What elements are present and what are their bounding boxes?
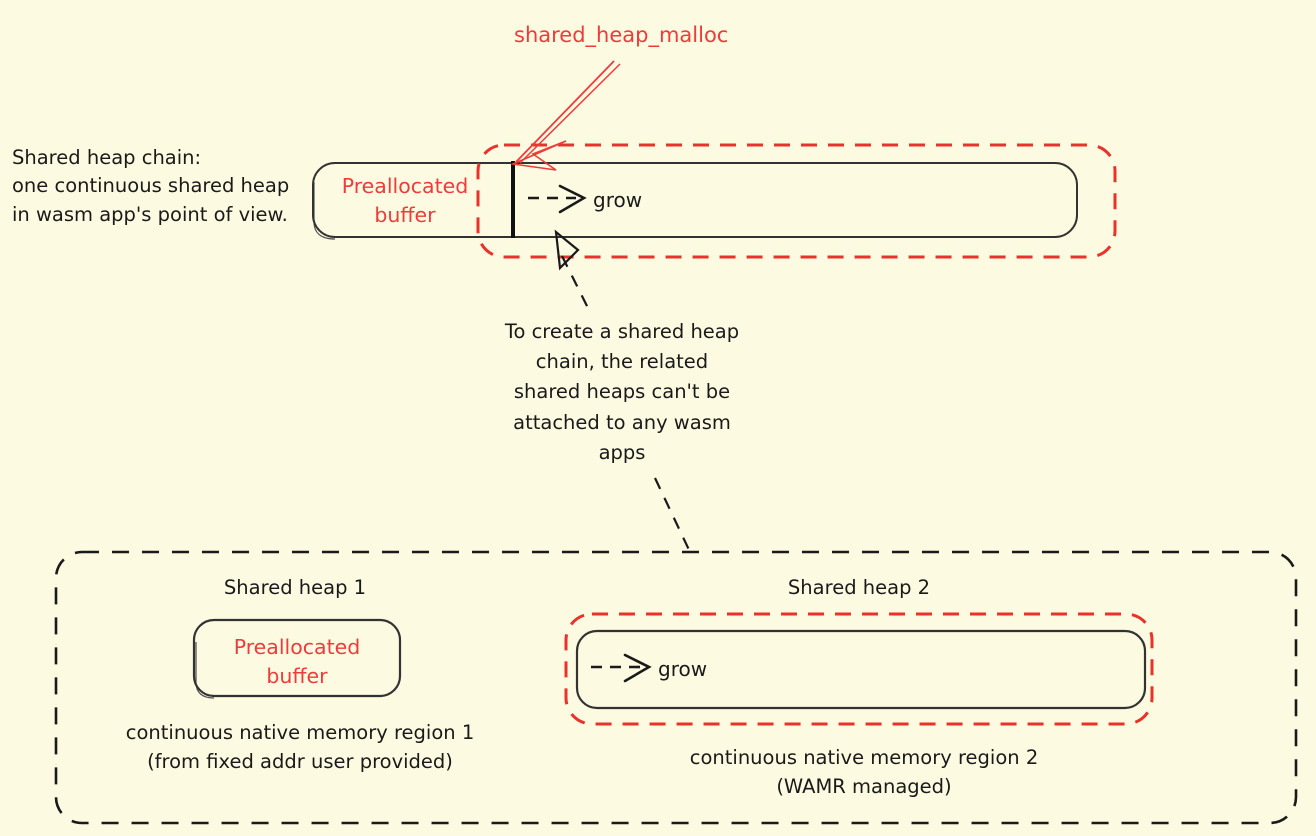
- shared-heap-chain-description: Shared heap chain: one continuous shared…: [12, 146, 290, 226]
- shared-heap-malloc-arrowhead: [510, 140, 567, 171]
- bottom-grow-arrowhead: [623, 653, 652, 683]
- shared-heap-2-grow-label: grow: [658, 657, 708, 681]
- top-grow-arrowhead: [558, 184, 587, 214]
- top-red-dashed-region: [476, 143, 1117, 259]
- annotation-leader-arrowhead: [554, 229, 580, 271]
- shared-heap-2-red-dashed-region: [564, 612, 1154, 726]
- shared-heap-malloc-callout-label: shared_heap_malloc: [514, 23, 729, 47]
- shared-heap-chain-annotation: To create a shared heap chain, the relat…: [504, 320, 740, 464]
- top-grow-label: grow: [593, 188, 643, 212]
- shared-heap-1-title: Shared heap 1: [223, 576, 367, 599]
- annotation-leader-line-upper: [561, 255, 591, 313]
- shared-heap-malloc-arrow-line-2: [519, 63, 621, 164]
- annotation-leader-line-lower: [654, 477, 691, 553]
- top-preallocated-buffer-label: Preallocated buffer: [341, 174, 469, 227]
- shared-heap-1-buffer-label: Preallocated buffer: [233, 635, 361, 688]
- shared-heap-1-caption: continuous native memory region 1 (from …: [125, 721, 475, 774]
- shared-heap-2-caption: continuous native memory region 2 (WAMR …: [689, 746, 1039, 799]
- shared-heap-malloc-arrow-line: [515, 60, 615, 163]
- shared-heap-2-title: Shared heap 2: [787, 576, 931, 599]
